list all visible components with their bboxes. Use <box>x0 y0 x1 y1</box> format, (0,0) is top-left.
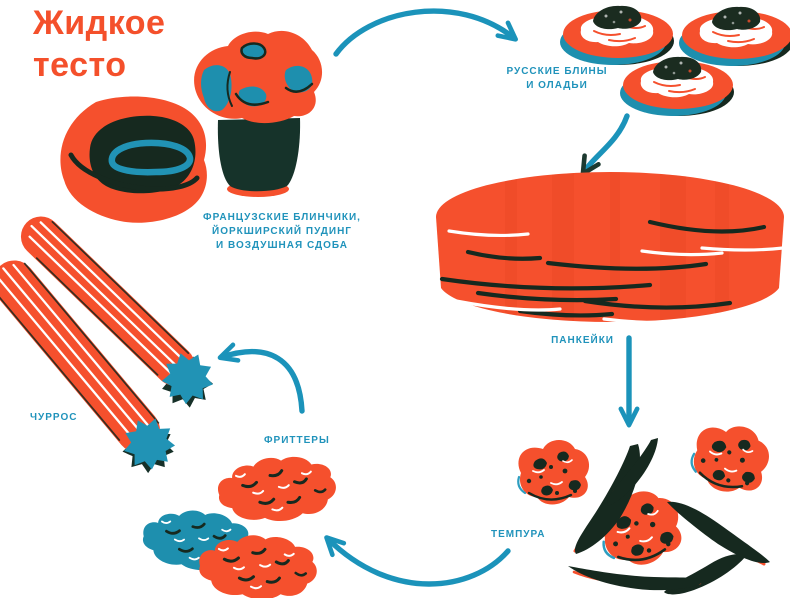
arrow-tempura-to-fritters <box>324 535 511 587</box>
label-russian-blini: РУССКИЕ БЛИНЫ И ОЛАДЬИ <box>506 66 608 91</box>
label-fritters: ФРИТТЕРЫ <box>264 435 330 446</box>
label-pancakes: ПАНКЕЙКИ <box>551 335 614 346</box>
label-french-crepes-yorkshire-pudding: ФРАНЦУЗСКИЕ БЛИНЧИКИ, ЙОРКШИРСКИЙ ПУДИНГ… <box>203 212 361 251</box>
yorkshire-pudding-bowl-illustration <box>60 96 207 223</box>
cupcake-illustration <box>194 30 323 197</box>
label-churros: ЧУРРОС <box>30 412 78 423</box>
fritters-illustration <box>138 451 340 598</box>
arrow-blini-to-pancakes <box>580 113 630 177</box>
label-tempura: ТЕМПУРА <box>491 529 546 540</box>
tempura-illustration <box>517 414 777 595</box>
churros-illustration <box>0 216 224 484</box>
flow-arrows <box>217 8 640 587</box>
page-title: Жидкое тесто <box>33 4 166 84</box>
blini-plates-illustration <box>559 4 790 117</box>
pancake-stack-illustration <box>436 172 785 325</box>
arrow-title-to-blini <box>333 8 518 57</box>
arrow-fritters-to-churros <box>217 342 305 414</box>
